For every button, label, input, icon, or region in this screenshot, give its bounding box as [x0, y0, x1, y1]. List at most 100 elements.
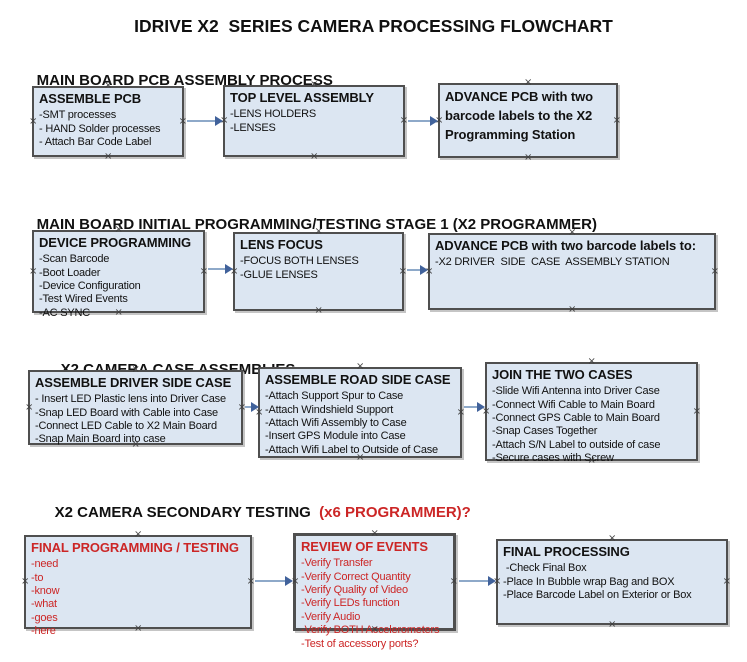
- box-item: -Device Configuration: [39, 280, 141, 293]
- box-item: -Place Barcode Label on Exterior or Box: [503, 589, 692, 602]
- arrowhead-icon: [215, 116, 223, 126]
- section-heading-text: X2 CAMERA SECONDARY TESTING: [54, 504, 315, 521]
- box-item: -Snap LED Board with Cable into Case: [35, 406, 218, 419]
- box-item: - HAND Solder processes: [39, 122, 161, 135]
- box-item: -Attach Wifi Label to Outside of Case: [265, 443, 438, 456]
- box-final-processing: FINAL PROCESSING -Check Final Box -Place…: [493, 534, 731, 630]
- box-item: -Verify Audio: [301, 610, 361, 623]
- box-item: -here: [31, 625, 56, 638]
- connection-point-icon: ×: [608, 619, 617, 630]
- box-item: -Boot Loader: [39, 266, 101, 279]
- box-item: -goes: [31, 611, 58, 624]
- box-title: ADVANCE PCB with two barcode labels to t…: [445, 89, 593, 142]
- box-item: -Attach Wifi Assembly to Case: [265, 417, 407, 430]
- box-item: -X2 DRIVER SIDE CASE ASSEMBLY STATION: [435, 256, 670, 269]
- flow-arrow-icon: [459, 576, 496, 586]
- box-item: -Verify Correct Quantity: [301, 570, 411, 583]
- box-item: -what: [31, 598, 57, 611]
- box-item: -Snap Main Board into case: [35, 433, 166, 446]
- box-assemble-driver-side-case: ASSEMBLE DRIVER SIDE CASE - Insert LED P…: [25, 365, 246, 450]
- connection-point-icon: ×: [722, 576, 731, 587]
- box-title: ASSEMBLE PCB: [39, 91, 142, 106]
- flow-arrow-icon: [464, 402, 485, 412]
- box-item: -Verify Transfer: [301, 557, 373, 570]
- box-item: -Test of accessory ports?: [301, 637, 419, 650]
- box-title: LENS FOCUS: [240, 237, 323, 252]
- section-heading-pcb-assembly: MAIN BOARD PCB ASSEMBLY PROCESS: [20, 55, 333, 89]
- connection-point-icon: ×: [524, 152, 533, 163]
- box-title: REVIEW OF EVENTS: [301, 539, 428, 554]
- flow-arrow-icon: [408, 116, 438, 126]
- arrowhead-icon: [430, 116, 438, 126]
- box-advance-pcb-programming-station: ADVANCE PCB with two barcode labels to t…: [435, 78, 621, 163]
- box-item: -Connect LED Cable to X2 Main Board: [35, 420, 217, 433]
- section-heading-text: MAIN BOARD PCB ASSEMBLY PROCESS: [36, 72, 333, 89]
- section-heading-text: MAIN BOARD INITIAL PROGRAMMING/TESTING S…: [36, 216, 597, 233]
- flow-arrow-icon: [208, 264, 233, 274]
- box-title: DEVICE PROGRAMMING: [39, 235, 192, 250]
- box-item: -to: [31, 571, 44, 584]
- box-top-level-assembly: TOP LEVEL ASSEMBLY -LENS HOLDERS -LENSES…: [220, 80, 408, 162]
- arrowhead-icon: [488, 576, 496, 586]
- arrowhead-icon: [285, 576, 293, 586]
- box-title: ADVANCE PCB with two barcode labels to:: [435, 238, 696, 253]
- box-item: -Verify BOTH Accelerometers: [301, 624, 440, 637]
- box-device-programming: DEVICE PROGRAMMING -Scan Barcode -Boot L…: [29, 225, 208, 319]
- connection-point-icon: ×: [587, 356, 596, 367]
- box-item: -Check Final Box: [503, 562, 587, 575]
- box-item: -Test Wired Events: [39, 293, 128, 306]
- box-item: -Attach Support Spur to Case: [265, 390, 404, 403]
- connection-point-icon: ×: [608, 533, 617, 544]
- section-heading-red-text: (x6 PROGRAMMER)?: [314, 504, 471, 521]
- connection-point-icon: ×: [356, 361, 365, 372]
- box-item: -need: [31, 558, 59, 571]
- arrowhead-icon: [477, 402, 485, 412]
- connection-point-icon: ×: [29, 115, 38, 127]
- box-item: -Slide Wifi Antenna into Driver Case: [492, 385, 660, 398]
- box-title: JOIN THE TWO CASES: [492, 367, 633, 382]
- box-item: -Scan Barcode: [39, 253, 110, 266]
- box-item: -SMT processes: [39, 109, 117, 122]
- page-title: IDRIVE X2 SERIES CAMERA PROCESSING FLOWC…: [134, 16, 613, 36]
- box-item: -Snap Cases Together: [492, 425, 598, 438]
- box-item: -Secure cases with Screw: [492, 452, 614, 465]
- box-item: -Insert GPS Module into Case: [265, 430, 406, 443]
- box-assemble-pcb: ASSEMBLE PCB -SMT processes - HAND Solde…: [29, 81, 187, 162]
- connection-point-icon: ×: [398, 265, 407, 277]
- flow-arrow-icon: [255, 576, 293, 586]
- box-item: -GLUE LENSES: [240, 268, 318, 281]
- section-heading-initial-programming: MAIN BOARD INITIAL PROGRAMMING/TESTING S…: [20, 199, 597, 233]
- box-join-the-two-cases: JOIN THE TWO CASES -Slide Wifi Antenna i…: [482, 357, 701, 466]
- connection-point-icon: ×: [710, 265, 719, 277]
- box-review-of-events: REVIEW OF EVENTS -Verify Transfer -Verif…: [291, 529, 458, 650]
- connection-point-icon: ×: [692, 405, 701, 417]
- box-item: -LENS HOLDERS: [230, 108, 317, 121]
- connection-point-icon: ×: [314, 305, 323, 316]
- connection-point-icon: ×: [29, 265, 38, 277]
- box-item: -Verify LEDs function: [301, 597, 400, 610]
- box-item: -Attach Windshield Support: [265, 403, 394, 416]
- section-heading-secondary-testing: X2 CAMERA SECONDARY TESTING (x6 PROGRAMM…: [38, 487, 471, 538]
- box-item: -Connect Wifi Cable to Main Board: [492, 398, 655, 411]
- box-title: TOP LEVEL ASSEMBLY: [230, 90, 374, 105]
- connection-point-icon: ×: [104, 151, 113, 162]
- box-item: -LENSES: [230, 121, 276, 134]
- box-item: -Connect GPS Cable to Main Board: [492, 412, 660, 425]
- connection-point-icon: ×: [246, 576, 255, 587]
- arrowhead-icon: [420, 265, 428, 275]
- box-assemble-road-side-case: ASSEMBLE ROAD SIDE CASE -Attach Support …: [255, 362, 465, 463]
- flow-arrow-icon: [245, 402, 259, 412]
- box-title: ASSEMBLE ROAD SIDE CASE: [265, 372, 451, 387]
- box-item: -AC SYNC: [39, 306, 90, 319]
- box-item: -know: [31, 585, 60, 598]
- box-item: -Place In Bubble wrap Bag and BOX: [503, 575, 675, 588]
- connection-point-icon: ×: [199, 265, 208, 277]
- connection-point-icon: ×: [25, 401, 34, 413]
- connection-point-icon: ×: [310, 151, 319, 162]
- connection-point-icon: ×: [456, 406, 465, 418]
- box-item: -FOCUS BOTH LENSES: [240, 255, 359, 268]
- box-final-programming-testing: FINAL PROGRAMMING / TESTING -need -to -k…: [21, 530, 255, 638]
- box-title: FINAL PROGRAMMING / TESTING: [31, 540, 239, 555]
- connection-point-icon: ×: [178, 115, 187, 127]
